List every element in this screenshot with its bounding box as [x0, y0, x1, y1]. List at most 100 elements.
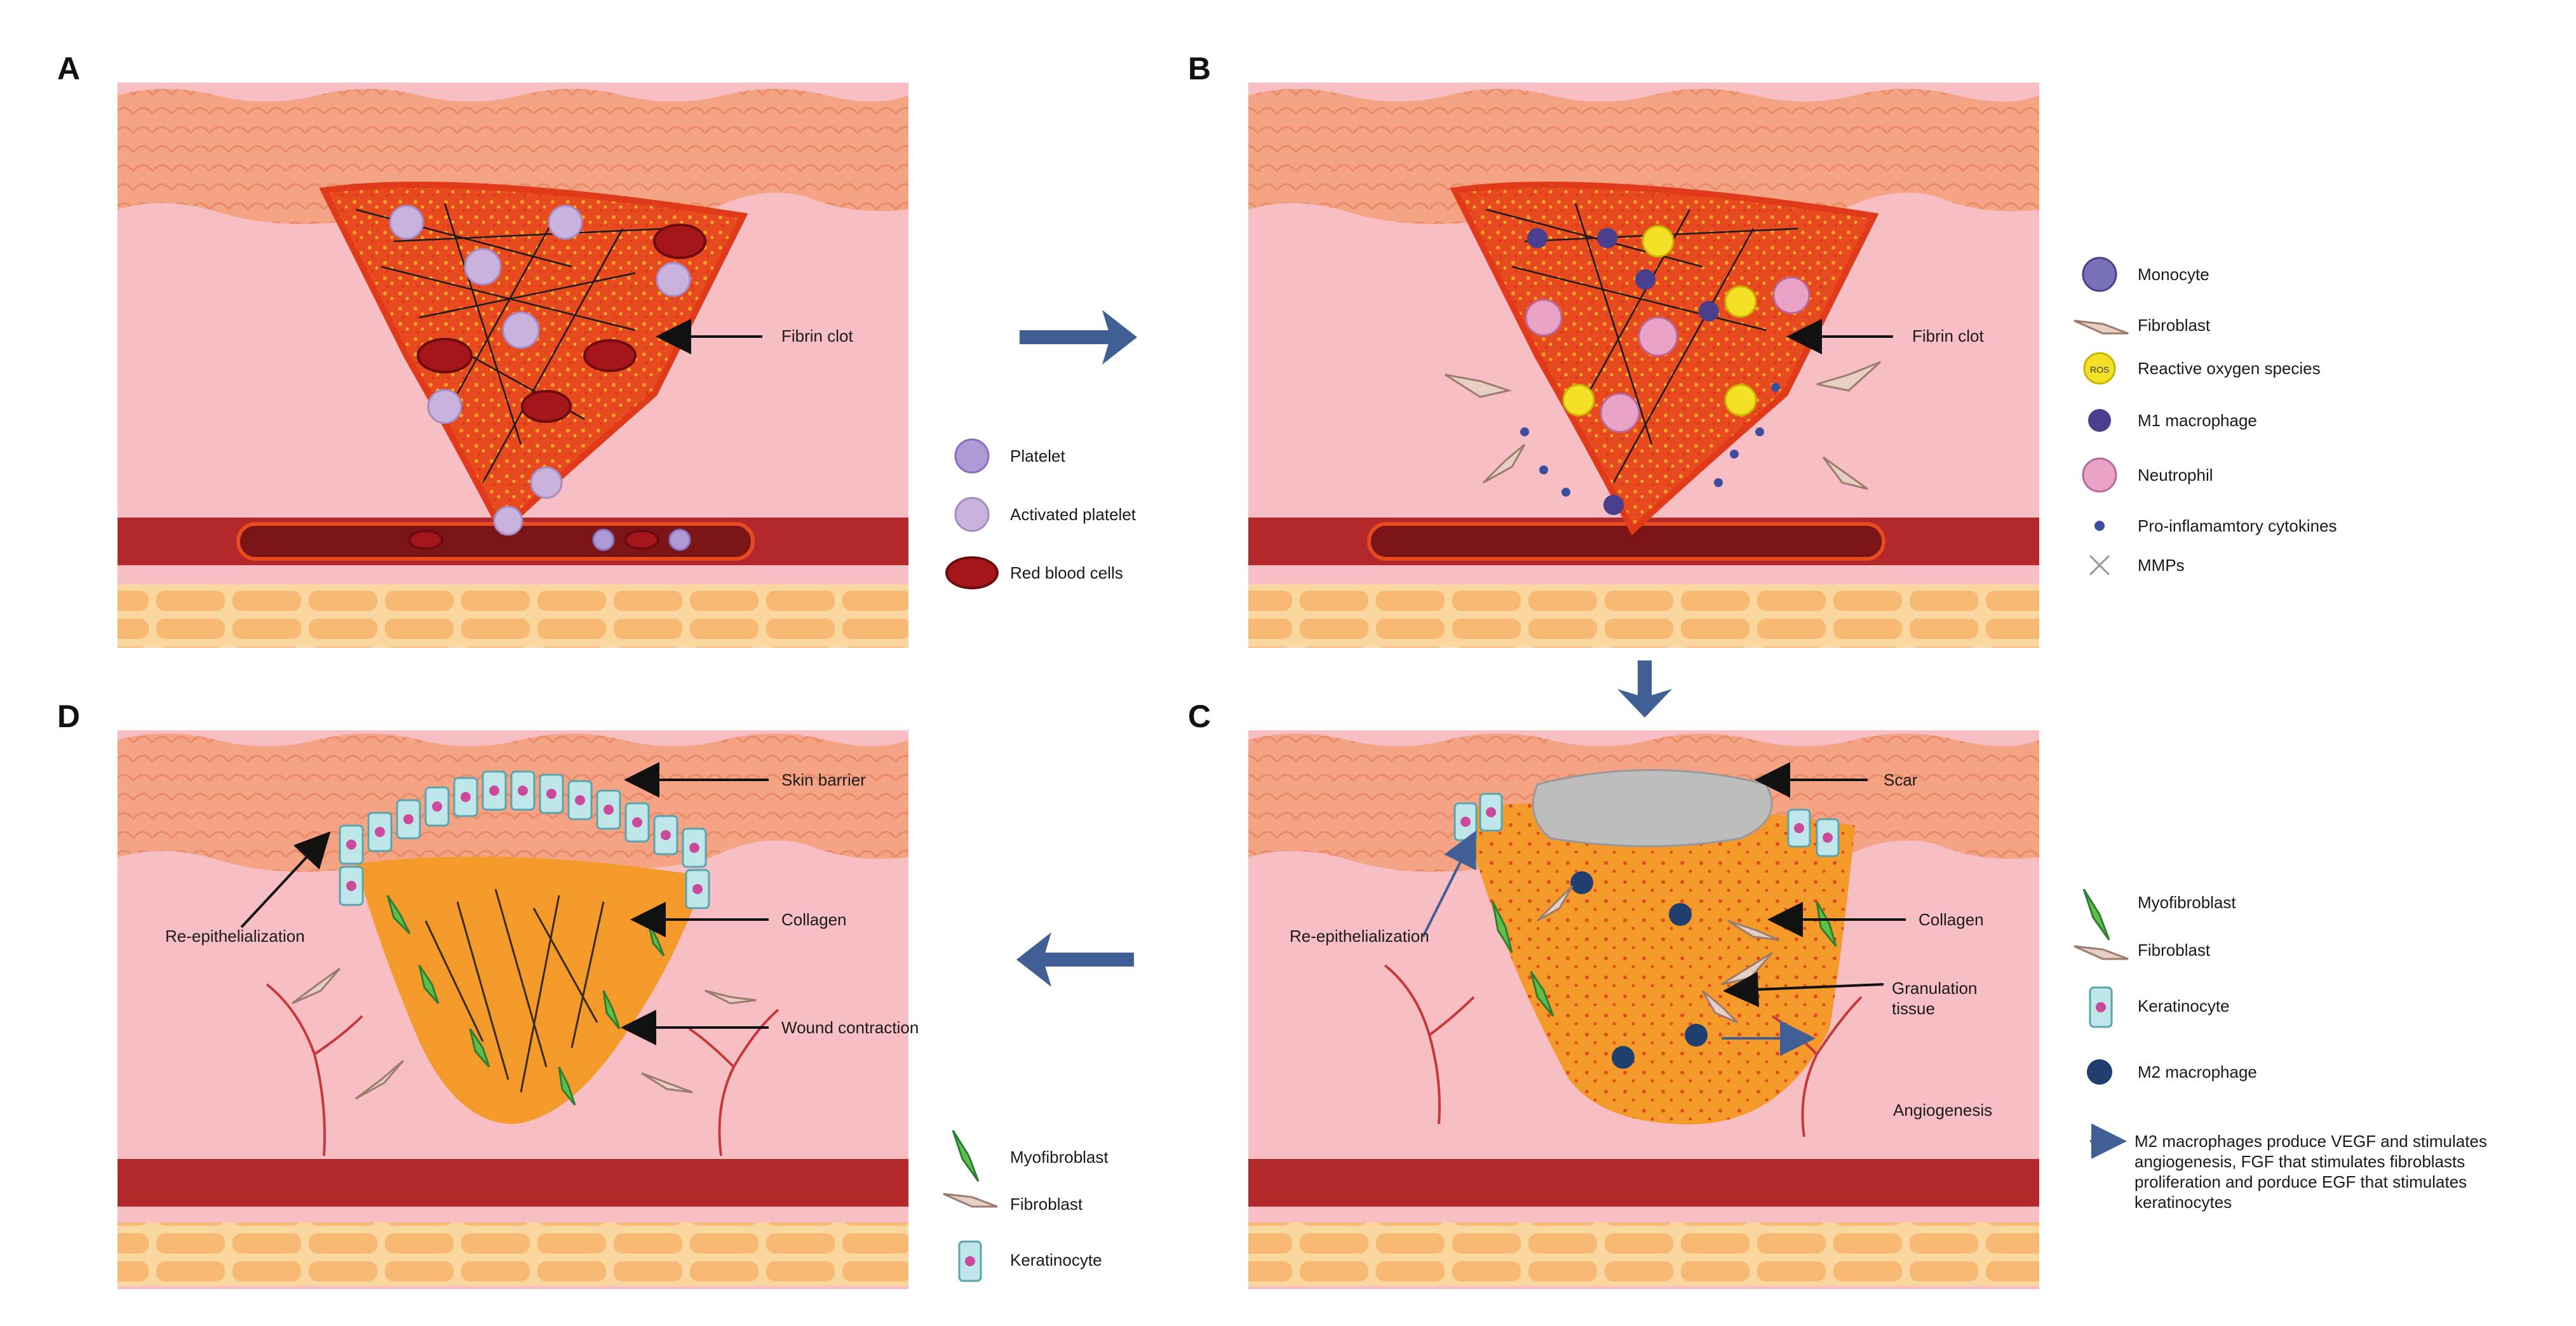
panel-a: Fibrin clot A	[57, 51, 908, 648]
legend-b-cytokines: Pro-inflamamtory cytokines	[2138, 516, 2337, 535]
fibroblasts	[1445, 361, 1882, 490]
label-fibrin-clot: Fibrin clot	[1912, 326, 1984, 345]
label-granulation: Granulation	[1892, 979, 1977, 998]
fibroblast-icon	[2074, 319, 2129, 335]
myofibroblast-icon	[952, 1130, 980, 1182]
keratinocytes-right	[1787, 808, 1840, 857]
legend-c-m2: M2 macrophage	[2138, 1062, 2257, 1082]
legend-c-myofibroblast: Myofibroblast	[2138, 893, 2236, 912]
granulation-tissue	[1461, 803, 1855, 1125]
activated-platelet-icon	[954, 497, 990, 532]
blood-vessel	[118, 1159, 908, 1207]
fat-layer	[118, 1222, 908, 1286]
blood-vessel	[1248, 1159, 2039, 1207]
legend-a-red-blood-cells: Red blood cells	[1010, 563, 1123, 582]
label-scar: Scar	[1884, 770, 1918, 789]
m1-macrophages	[1527, 228, 1719, 515]
red-blood-cell-icon	[945, 556, 999, 589]
fat-layer	[1248, 1222, 2039, 1286]
m2-macrophages	[1570, 871, 1708, 1069]
ros-icon	[2083, 352, 2116, 385]
red-blood-cells	[408, 224, 706, 550]
legend-a-platelet: Platelet	[1010, 446, 1065, 465]
arrow-c-to-d	[1016, 932, 1134, 987]
myofibroblast-icon	[2082, 888, 2110, 941]
platelet-icon	[954, 438, 990, 474]
fat-layer	[118, 584, 908, 648]
label-fibrin-clot: Fibrin clot	[781, 326, 853, 345]
neutrophil-icon	[2082, 457, 2117, 493]
legend-b-monocyte: Monocyte	[2138, 265, 2209, 284]
panel-b: Fibrin clot B	[1188, 51, 2039, 648]
legend-c-fibroblast: Fibroblast	[2138, 941, 2211, 960]
legend-c-keratinocyte: Keratinocyte	[2138, 996, 2230, 1015]
monocyte-icon	[2082, 257, 2117, 292]
label-re-epithelialization: Re-epithelialization	[1290, 927, 1429, 946]
legend-b-fibroblast: Fibroblast	[2138, 316, 2211, 335]
arrow-b-to-c	[1617, 660, 1672, 718]
panel-letter-b: B	[1188, 51, 1211, 86]
panel-letter-c: C	[1188, 699, 1211, 734]
vessel-lumen	[1367, 522, 1885, 561]
label-tissue: tissue	[1892, 999, 1935, 1018]
label-wound-contraction: Wound contraction	[781, 1018, 919, 1037]
re-epi-pointer	[240, 831, 331, 928]
activated-platelets	[389, 204, 691, 536]
legend-b-ros: Reactive oxygen species	[2138, 359, 2321, 378]
label-skin-barrier: Skin barrier	[781, 770, 866, 789]
panel-letter-a: A	[57, 51, 80, 86]
legend-b-neutrophil: Neutrophil	[2138, 465, 2213, 485]
fibroblast-icon	[2074, 945, 2129, 960]
keratinocyte-nucleus	[2096, 1002, 2106, 1012]
legend-d-keratinocyte: Keratinocyte	[1010, 1250, 1102, 1269]
legend-a: Platelet Activated platelet Red blood ce…	[945, 438, 1136, 589]
fibrin-clot	[319, 182, 748, 536]
keratinocyte-nucleus	[965, 1256, 975, 1266]
legend-c: Myofibroblast Fibroblast Keratinocyte M2…	[2074, 888, 2487, 1212]
m2-macrophage-icon	[2087, 1059, 2112, 1085]
keratinocyte-nuclei	[346, 786, 703, 894]
epidermis	[118, 89, 908, 224]
legend-b-mmps: MMPs	[2138, 556, 2185, 575]
legend-a-activated-platelet: Activated platelet	[1010, 505, 1136, 524]
label-collagen: Collagen	[1919, 910, 1984, 929]
fibrin-clot	[1450, 182, 1879, 536]
label-re-epithelialization: Re-epithelialization	[165, 927, 305, 946]
legend-d-fibroblast: Fibroblast	[1010, 1195, 1083, 1214]
legend-b: ROS Monocyte Fibroblast Reactive oxygen …	[2074, 257, 2337, 576]
fibroblast-icon	[943, 1193, 998, 1208]
cytokine-icon	[2094, 521, 2105, 531]
cytokines	[1520, 383, 1780, 497]
label-angiogenesis: Angiogenesis	[1893, 1101, 1992, 1120]
epidermis	[1248, 89, 2039, 224]
platelets-in-vessel	[592, 528, 691, 551]
arrow-a-to-b	[1020, 310, 1137, 365]
panel-letter-d: D	[57, 699, 80, 734]
fat-layer	[1248, 584, 2039, 648]
wound-collagen-bed	[356, 856, 705, 1124]
granulation-pointer	[1723, 972, 1884, 1008]
fibroblasts	[292, 967, 757, 1100]
ros-icon-text: ROS	[2090, 365, 2109, 375]
scar	[1532, 769, 1773, 847]
legend-c-note-1: M2 macrophages produce VEGF and stimulat…	[2134, 1132, 2487, 1151]
myofibroblasts	[1492, 901, 1837, 1017]
collagen-fibers	[424, 888, 605, 1093]
capillaries	[266, 983, 779, 1156]
legend-c-note-3: proliferation and porduce EGF that stimu…	[2134, 1172, 2467, 1191]
ros-spots	[1562, 225, 1757, 417]
legend-d: Myofibroblast Fibroblast Keratinocyte	[943, 1130, 1109, 1282]
re-epi-pointer	[1422, 830, 1476, 937]
legend-b-m1: M1 macrophage	[2138, 411, 2257, 430]
panel-d: Skin barrier Collagen Wound contraction …	[57, 699, 919, 1289]
legend-d-myofibroblast: Myofibroblast	[1010, 1148, 1109, 1167]
mmp-icon	[2089, 554, 2110, 576]
m1-macrophage-icon	[2088, 409, 2111, 432]
neutrophils	[1525, 276, 1811, 433]
fibrin-mesh	[1486, 203, 1798, 483]
legend-c-note-4: keratinocytes	[2134, 1193, 2232, 1212]
legend-c-note-2: angiogenesis, FGF that stimulates fibrob…	[2134, 1152, 2465, 1171]
label-collagen: Collagen	[781, 910, 847, 929]
panel-c: Scar Collagen Granulation tissue Re-epit…	[1188, 699, 2039, 1289]
